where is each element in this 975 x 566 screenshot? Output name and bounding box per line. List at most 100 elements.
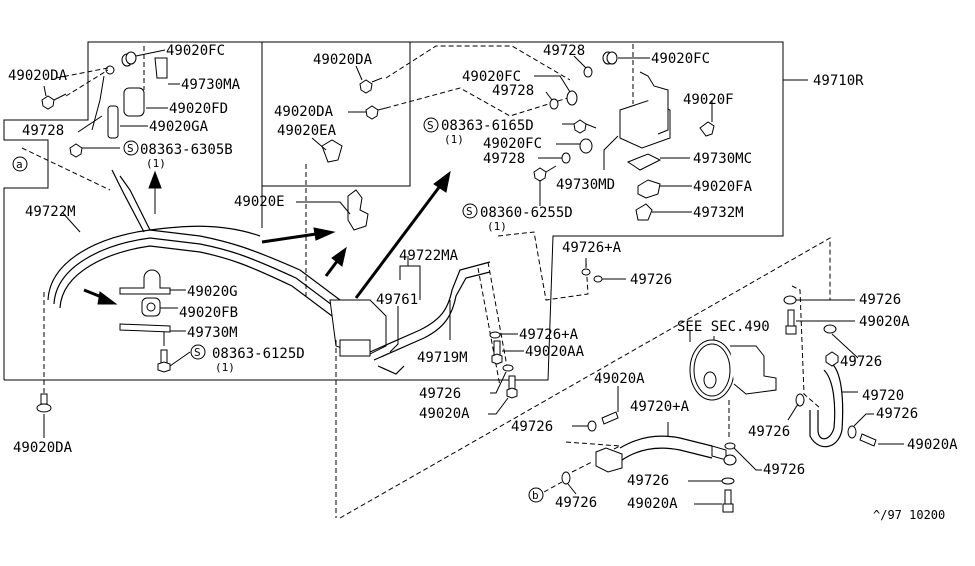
bolt-49020F: [699, 100, 715, 137]
circle-marker-b: b: [528, 487, 544, 503]
label-49020FA: 49020FA: [693, 179, 753, 195]
marker-b-text: b: [532, 489, 539, 502]
bolt-08363-6305B: [69, 143, 120, 158]
dashed-line-flange2: [477, 267, 501, 387]
label-49722M: 49722M: [25, 204, 76, 220]
frame-upper-left-box: [3, 42, 89, 189]
label-49720-plus-A: 49720+A: [630, 399, 690, 415]
washer-49726-8: [724, 442, 762, 471]
washer-49726-9: [688, 477, 735, 485]
arrow-up-2: [324, 246, 347, 277]
label-49730MC: 49730MC: [693, 151, 752, 167]
cushion-49020FA: [637, 179, 692, 199]
bolt-49020A-3: [859, 433, 904, 447]
s-symbol-icon: [123, 140, 139, 156]
leader-49730MD: [603, 135, 619, 170]
label-49020FC: 49020FC: [166, 43, 225, 59]
clamp-49020GA: [107, 105, 119, 139]
label-49719M: 49719M: [417, 350, 468, 366]
clip-49020EA: [321, 139, 343, 163]
washer-49726-3: [783, 295, 855, 305]
labels-main-assembly: 49722M 49020G 49020FB 49730M S 08363-612…: [13, 204, 672, 456]
bracket-49730MA: [154, 57, 168, 79]
label-08363-6125D-qty: (1): [215, 361, 235, 374]
label-49020DA: 49020DA: [313, 52, 373, 68]
pipe-49722M: [47, 169, 361, 327]
dashed-line-flange: [487, 261, 509, 373]
bracket-49730MC: [626, 153, 690, 171]
label-49726: 49726: [876, 406, 918, 422]
dashed-line-top: [385, 45, 571, 81]
label-49020GA: 49020GA: [149, 119, 209, 135]
leader-49761: [389, 306, 399, 353]
dashed-line-pump: [791, 285, 821, 409]
label-08360-6255D: 08360-6255D: [480, 205, 573, 221]
label-49710R: 49710R: [813, 73, 864, 89]
label-49020EA: 49020EA: [277, 123, 337, 139]
marker-a-text: a: [16, 158, 23, 171]
dashed-line-top2: [385, 87, 575, 117]
leader-49728-3: [545, 91, 553, 101]
label-49020A: 49020A: [594, 371, 645, 387]
label-49720: 49720: [862, 388, 904, 404]
label-08363-6165D: 08363-6165D: [441, 118, 534, 134]
washer-49726-7: [572, 420, 597, 432]
label-08363-6165D-qty: (1): [444, 133, 464, 146]
labels-top-left: 49020DA 49020FC 49730MA 49020FD 49728 49…: [8, 43, 241, 170]
labels-top-right: 49728 49020FC 49020FC 49728 49710R S 083…: [423, 43, 864, 233]
label-49020FB: 49020FB: [179, 305, 238, 321]
washer-49726A-1: [581, 258, 591, 276]
bolt-08363-6125D: [157, 349, 191, 373]
bolt-49020AA: [491, 340, 524, 365]
label-49020E: 49020E: [234, 194, 285, 210]
label-49020G: 49020G: [187, 284, 238, 300]
s-symbol-icon: [462, 203, 478, 219]
label-49020A: 49020A: [907, 437, 958, 453]
label-08363-6305B: 08363-6305B: [140, 142, 233, 158]
clip-49020E: [347, 189, 369, 231]
label-08360-6255D-qty: (1): [487, 220, 507, 233]
label-49020FC: 49020FC: [462, 69, 521, 85]
leader-49728-1b: [91, 75, 105, 131]
label-49726: 49726: [859, 292, 901, 308]
grommet-49020FC-top-left: [121, 51, 137, 67]
label-49020F: 49020F: [683, 92, 734, 108]
label-49728: 49728: [543, 43, 585, 59]
hose-49720: [809, 351, 858, 448]
label-49730MA: 49730MA: [181, 77, 241, 93]
leader-49722M: [61, 211, 81, 233]
labels-pump-assembly: SEE SEC.490 49726 49020A 49726 49720 497…: [511, 292, 958, 512]
circle-marker-a: a: [12, 156, 28, 172]
washer-49726-2: [490, 364, 514, 394]
label-49726: 49726: [630, 272, 672, 288]
hose-49720A: [595, 422, 737, 473]
bracket-49730M: [119, 323, 186, 346]
bolt-49020DA-bottom-left: [36, 292, 52, 438]
washer-49726-6: [787, 393, 805, 421]
label-49722MA: 49722MA: [399, 248, 459, 264]
label-49728: 49728: [483, 151, 525, 167]
label-49020DA: 49020DA: [274, 104, 334, 120]
leader-49020E: [296, 201, 351, 215]
bolt-49020A-2: [785, 309, 855, 335]
label-49726: 49726: [763, 462, 805, 478]
label-49761: 49761: [376, 292, 418, 308]
s-symbol-icon: [423, 117, 439, 133]
clamp-49020FD: [123, 87, 145, 117]
leader-49020EA: [311, 137, 327, 151]
washer-49728-2: [549, 98, 559, 110]
bolt-49020A-5: [694, 489, 734, 513]
bolt-08363-6165D: [573, 119, 597, 134]
label-49020DA: 49020DA: [8, 68, 68, 84]
label-49020FC: 49020FC: [483, 136, 542, 152]
leader-49728-1: [77, 115, 103, 133]
washer-49728-top-right: [583, 66, 593, 78]
grommet-49020FC-top-right: [602, 51, 618, 65]
dashed-line-a: [21, 147, 111, 191]
bolt-08360-6255D: [533, 165, 557, 206]
clamp-49020G: [119, 269, 186, 295]
pipe-block-assembly: [329, 299, 387, 357]
s-symbol-icon: [190, 344, 206, 360]
s-symbol-text: S: [194, 346, 201, 359]
